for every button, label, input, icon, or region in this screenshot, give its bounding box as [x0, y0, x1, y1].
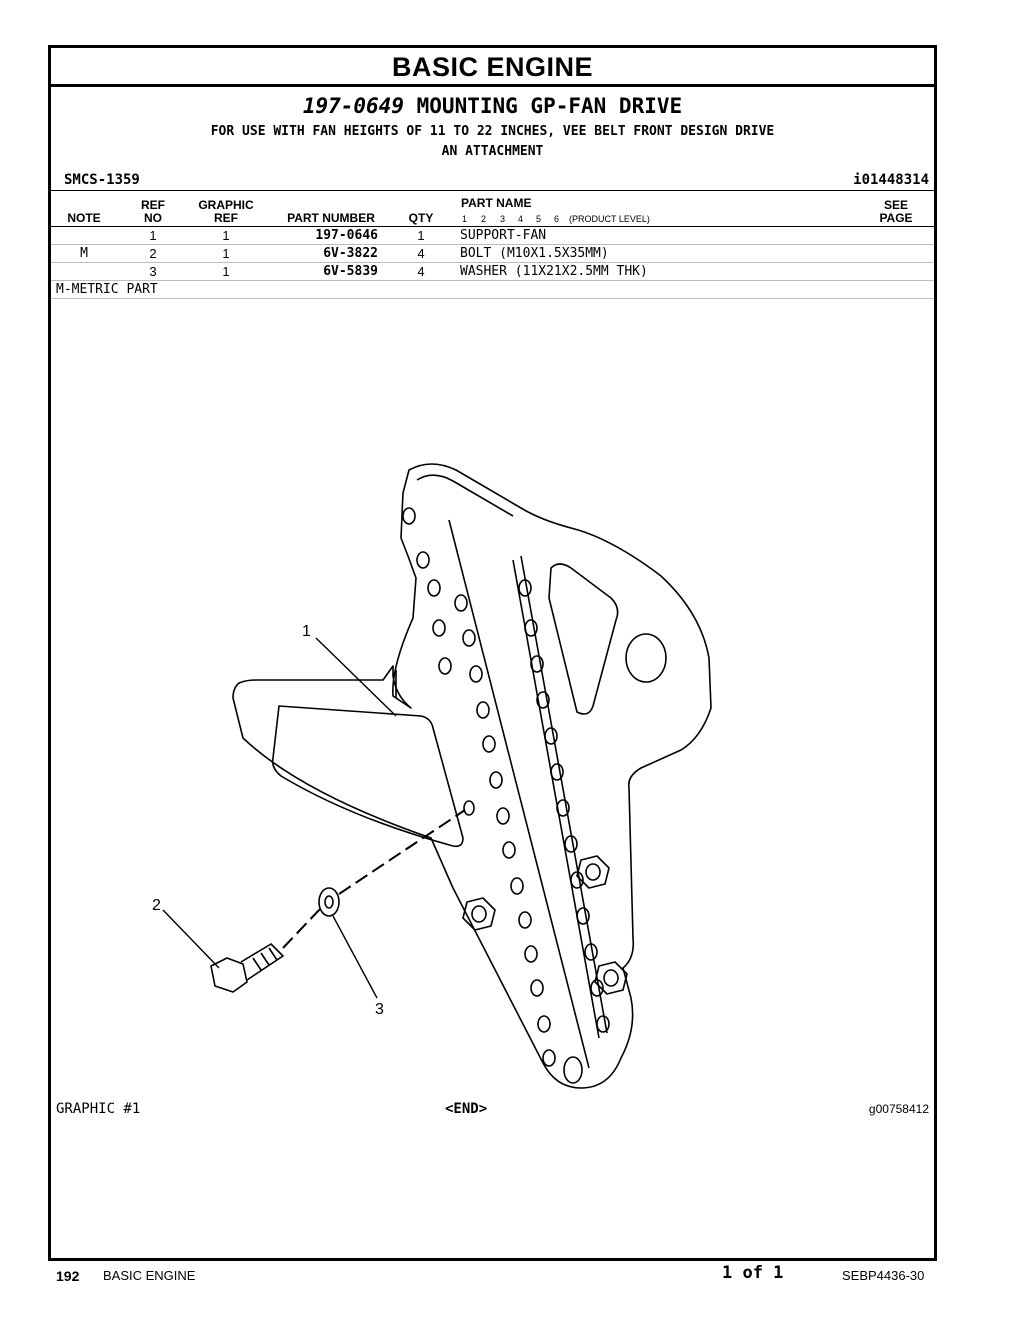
footer-page-number: 192 — [56, 1268, 80, 1284]
group-name: MOUNTING GP-FAN DRIVE — [416, 94, 683, 118]
row-3-qty: 4 — [417, 264, 425, 279]
hole-rail-right — [512, 559, 600, 1039]
callout-2: 2 — [152, 897, 161, 914]
group-title: 197-0649 MOUNTING GP-FAN DRIVE — [51, 94, 934, 118]
exploded-bolt-shank — [240, 943, 284, 981]
group-number: 197-0649 — [302, 94, 404, 118]
row-2-note: M — [80, 246, 88, 261]
header-graphic-ref-bottom: REF — [214, 211, 238, 225]
row-1-qty: 1 — [417, 228, 425, 243]
washer-inner — [324, 895, 334, 909]
row-divider-2 — [51, 262, 934, 263]
footer-page-of: 1 of 1 — [722, 1263, 784, 1283]
bolt-target-hole — [463, 800, 475, 816]
divider-footnote — [51, 298, 934, 299]
illustration-id: i01448314 — [853, 172, 929, 188]
leader-line-2 — [162, 909, 220, 969]
header-qty: QTY — [408, 211, 434, 225]
hole-rail-left — [448, 519, 590, 1069]
row-2-graphic-ref: 1 — [222, 246, 230, 261]
large-mounting-hole — [625, 633, 667, 683]
footer-doc-id: SEBP4436-30 — [842, 1268, 925, 1283]
support-fan-inner-edge — [395, 474, 514, 698]
mounted-bolt-head-1 — [462, 897, 496, 931]
row-1-part-name: SUPPORT-FAN — [460, 228, 547, 243]
level-2: 2 — [481, 214, 487, 224]
level-1: 1 — [462, 214, 468, 224]
group-subtitle-2: AN ATTACHMENT — [441, 144, 544, 159]
section-title: BASIC ENGINE — [51, 48, 934, 87]
assembly-dashed-line — [282, 809, 466, 949]
left-window-opening — [271, 705, 464, 848]
header-see-page-bottom: PAGE — [879, 211, 913, 225]
row-divider-1 — [51, 244, 934, 245]
exploded-bolt-thread — [252, 947, 278, 971]
hole-rail-right-2 — [520, 555, 608, 1034]
row-3-part-number: 6V-5839 — [323, 264, 378, 279]
row-1-part-number: 197-0646 — [315, 228, 378, 243]
row-divider-3 — [51, 280, 934, 281]
divider-top — [51, 190, 934, 191]
page-frame: BASIC ENGINE 197-0649 MOUNTING GP-FAN DR… — [48, 45, 937, 1261]
product-level-label: (PRODUCT LEVEL) — [569, 214, 650, 224]
smcs-code: SMCS-1359 — [64, 172, 140, 188]
header-ref-no-bottom: NO — [144, 211, 162, 225]
group-subtitle-1: FOR USE WITH FAN HEIGHTS OF 11 TO 22 INC… — [210, 124, 775, 139]
callout-3: 3 — [375, 1001, 384, 1018]
header-note: NOTE — [67, 211, 101, 225]
header-ref-no-top: REF — [141, 198, 165, 212]
graphic-label: GRAPHIC #1 — [56, 1101, 141, 1117]
section-title-text: BASIC ENGINE — [391, 52, 594, 82]
callout-1: 1 — [302, 623, 311, 640]
mounted-bolt-head-2 — [576, 855, 610, 889]
row-2-part-name: BOLT (M10X1.5X35MM) — [460, 246, 609, 261]
footnote-metric: M-METRIC PART — [56, 282, 158, 297]
level-6: 6 — [554, 214, 560, 224]
right-window-opening — [548, 563, 619, 715]
header-see-page-top: SEE — [883, 198, 908, 212]
level-4: 4 — [518, 214, 524, 224]
lower-slot-hole — [563, 1056, 583, 1084]
row-1-graphic-ref: 1 — [222, 228, 230, 243]
exploded-bolt-head — [210, 957, 248, 993]
divider-header — [51, 226, 934, 227]
support-fan-outline — [232, 463, 712, 1089]
row-3-graphic-ref: 1 — [222, 264, 230, 279]
header-graphic-ref-top: GRAPHIC — [198, 198, 254, 212]
washer-outer — [318, 887, 340, 917]
row-1-ref-no: 1 — [149, 228, 157, 243]
leader-line-1 — [315, 637, 397, 717]
graphic-id: g00758412 — [868, 1102, 929, 1116]
row-3-part-name: WASHER (11X21X2.5MM THK) — [460, 264, 648, 279]
exploded-parts-illustration: 1 2 3 — [152, 463, 712, 1089]
mounted-bolt-head-3 — [594, 961, 628, 995]
row-2-ref-no: 2 — [149, 246, 157, 261]
footer-section: BASIC ENGINE — [103, 1268, 196, 1283]
header-part-number: PART NUMBER — [287, 211, 375, 225]
leader-line-3 — [332, 915, 378, 999]
row-2-part-number: 6V-3822 — [323, 246, 378, 261]
row-2-qty: 4 — [417, 246, 425, 261]
level-5: 5 — [536, 214, 542, 224]
header-part-name: PART NAME — [461, 196, 532, 210]
end-marker: <END> — [445, 1101, 488, 1117]
level-3: 3 — [500, 214, 506, 224]
row-3-ref-no: 3 — [149, 264, 157, 279]
